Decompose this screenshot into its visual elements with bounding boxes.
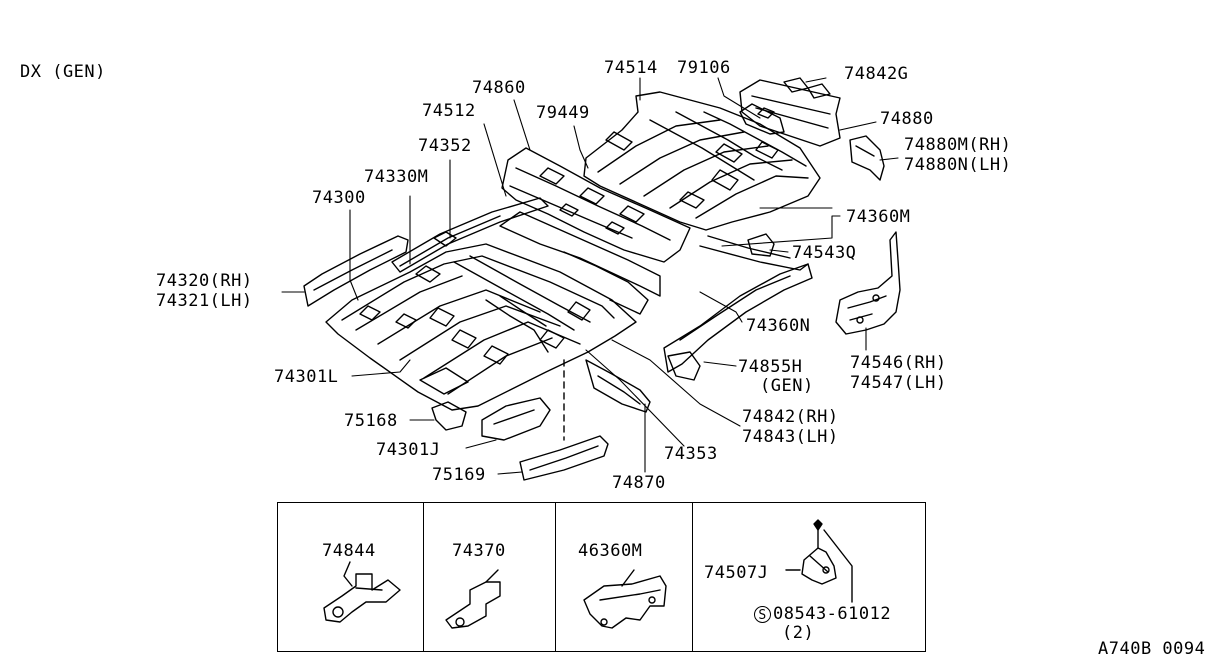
- part-74360N[interactable]: 74360N: [746, 316, 811, 336]
- inset-part-46360M[interactable]: 46360M: [578, 541, 643, 561]
- part-74321[interactable]: 74321(LH): [156, 291, 253, 311]
- inset-frame-74507J: [692, 502, 926, 652]
- inset-46360M-drawing: [583, 569, 667, 629]
- part-74330M[interactable]: 74330M: [364, 167, 429, 187]
- leader-lines: [281, 77, 899, 475]
- bracket-75168: [431, 401, 467, 431]
- part-74543Q[interactable]: 74543Q: [792, 243, 857, 263]
- part-74842[interactable]: 74842(RH): [742, 407, 839, 427]
- part-74546[interactable]: 74546(RH): [850, 353, 947, 373]
- inset-74844-drawing: [323, 561, 401, 623]
- part-74843[interactable]: 74843(LH): [742, 427, 839, 447]
- part-74880M[interactable]: 74880M(RH): [904, 135, 1012, 155]
- part-74512[interactable]: 74512: [422, 101, 476, 121]
- part-74320[interactable]: 74320(RH): [156, 271, 253, 291]
- side-member-rh: [303, 235, 409, 307]
- part-74842G[interactable]: 74842G: [844, 64, 909, 84]
- rear-side-member: [663, 235, 813, 381]
- bracket-74880M: [849, 135, 885, 181]
- bracket-74352: [433, 231, 457, 247]
- part-74514[interactable]: 74514: [604, 58, 658, 78]
- part-74880N[interactable]: 74880N(LH): [904, 155, 1012, 175]
- front-floor-panel: [325, 243, 637, 411]
- inset-74507J-drawing: [785, 519, 853, 603]
- crossmember-74330M: [391, 197, 549, 273]
- bolt-part-number: 08543-61012: [773, 604, 892, 624]
- member-75169: [519, 435, 609, 481]
- part-75168[interactable]: 75168: [344, 411, 398, 431]
- part-74300[interactable]: 74300: [312, 188, 366, 208]
- part-74547[interactable]: 74547(LH): [850, 373, 947, 393]
- part-74352[interactable]: 74352: [418, 136, 472, 156]
- part-79106[interactable]: 79106: [677, 58, 731, 78]
- rear-floor-panel: [583, 91, 821, 231]
- part-74880[interactable]: 74880: [880, 109, 934, 129]
- bracket-74301J: [481, 397, 551, 441]
- inset-74370-drawing: [445, 569, 501, 629]
- inset-frame-74844: [277, 502, 424, 652]
- part-74360M[interactable]: 74360M: [846, 207, 911, 227]
- inset-part-74370[interactable]: 74370: [452, 541, 506, 561]
- inset-part-74507J[interactable]: 74507J: [704, 563, 769, 583]
- part-74870[interactable]: 74870: [612, 473, 666, 493]
- part-74860[interactable]: 74860: [472, 78, 526, 98]
- inset-part-74844[interactable]: 74844: [322, 541, 376, 561]
- part-74301J[interactable]: 74301J: [376, 440, 441, 460]
- part-74301L[interactable]: 74301L: [274, 367, 339, 387]
- inset-frame-46360M: [555, 502, 693, 652]
- under-member-74870: [585, 359, 651, 413]
- part-75169[interactable]: 75169: [432, 465, 486, 485]
- part-74855H-variant: (GEN): [760, 376, 814, 396]
- part-74353[interactable]: 74353: [664, 444, 718, 464]
- center-tunnel: [499, 147, 691, 315]
- bolt-quantity: (2): [782, 623, 815, 643]
- variant-label: DX (GEN): [20, 62, 106, 82]
- bolt-symbol-icon: S: [754, 605, 771, 623]
- part-79449[interactable]: 79449: [536, 103, 590, 123]
- rear-crossmember: [739, 77, 841, 147]
- inset-frame-74370: [423, 502, 556, 652]
- diagram-code: A740B 0094: [1098, 639, 1206, 659]
- wheelhouse-74546: [835, 231, 901, 335]
- part-74855H[interactable]: 74855H: [738, 357, 803, 377]
